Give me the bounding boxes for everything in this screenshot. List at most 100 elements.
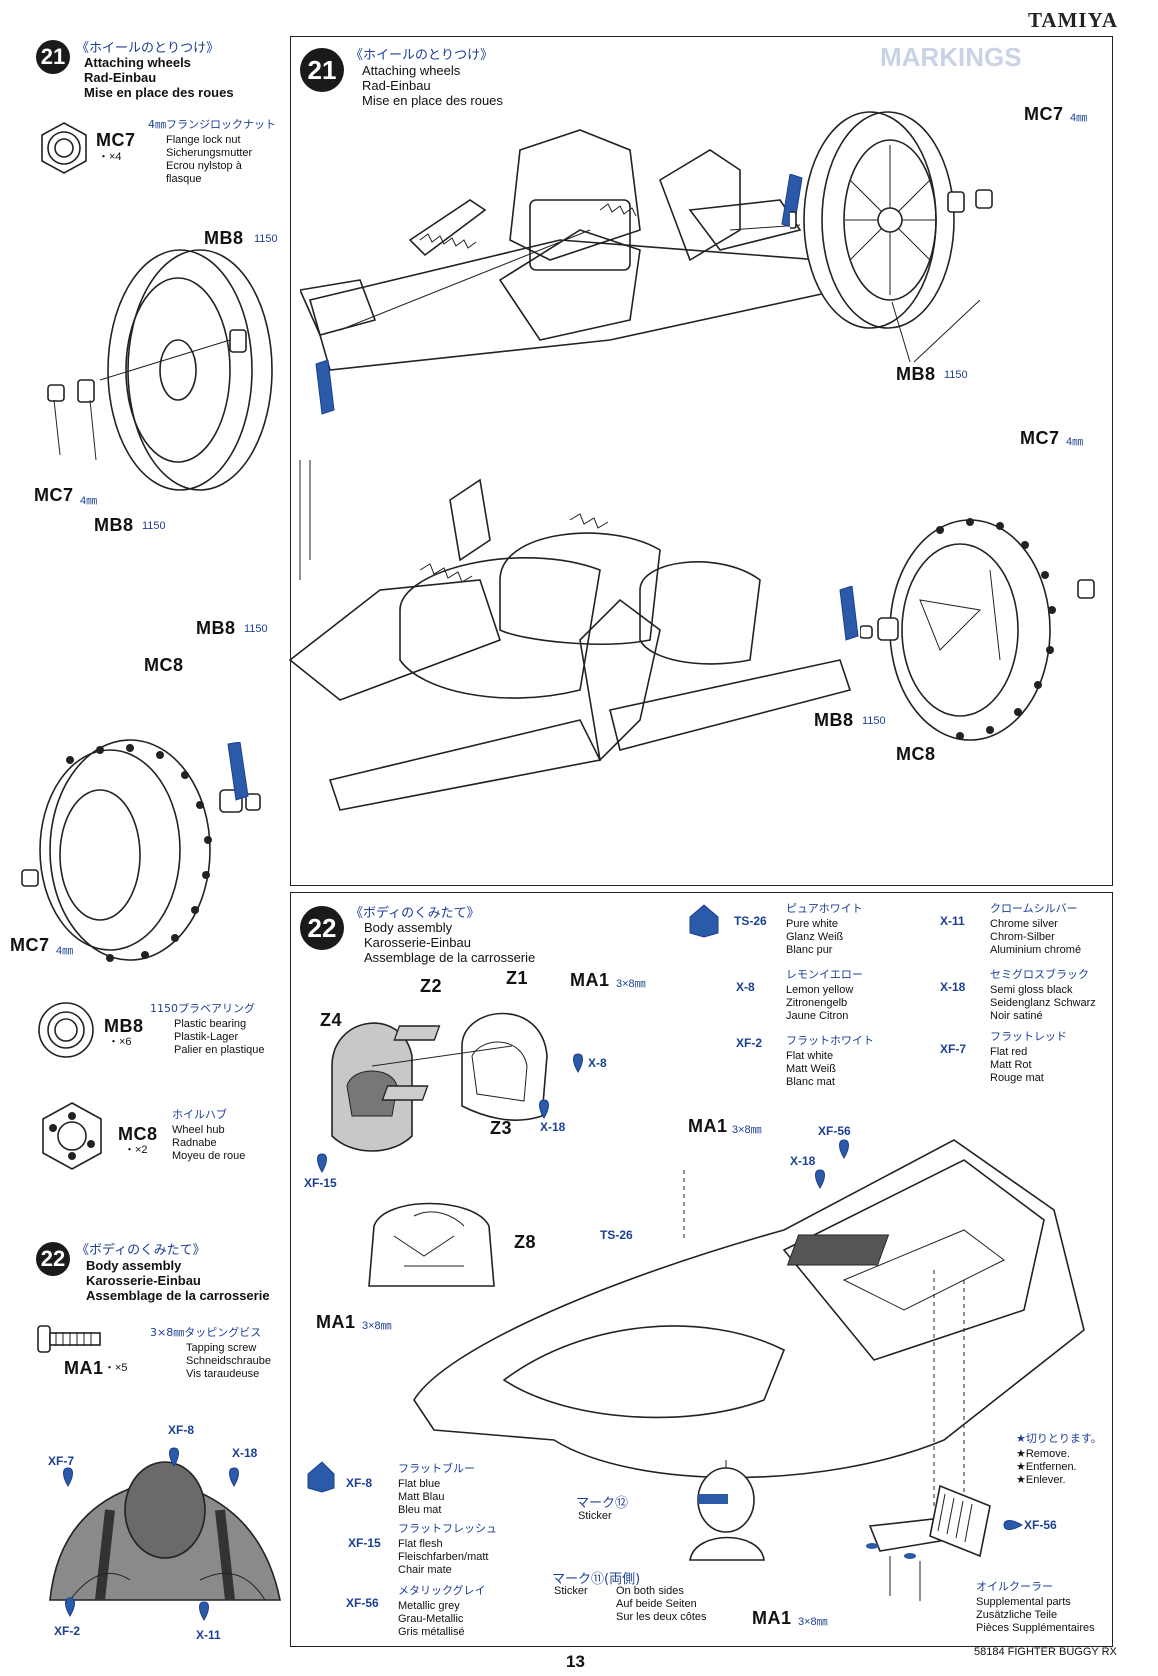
- label-mb8-front: MB8: [204, 228, 244, 248]
- body-shell-illustration: [413, 1139, 1085, 1510]
- label-z1: Z1: [506, 968, 529, 988]
- step-21-title-fr: Mise en place des roues: [84, 85, 234, 100]
- paint-marker-icon: [815, 1169, 825, 1189]
- paint-xf56-fr: Gris métallisé: [398, 1626, 465, 1638]
- paint-ts26-fr: Blanc pur: [786, 944, 833, 956]
- step-22-frame: [290, 892, 1113, 1647]
- part-ma1-qty: ・×5: [104, 1362, 128, 1374]
- step-21-main-badge: 21: [300, 48, 344, 92]
- paint-xf8-de: Matt Blau: [398, 1491, 445, 1503]
- paint-x8-en: Lemon yellow: [786, 984, 854, 996]
- label-mc8-rr: MC8: [896, 744, 936, 764]
- paint-xf7-code: XF-7: [940, 1042, 967, 1056]
- oil-cooler-illustration: [866, 1484, 991, 1601]
- step-22-title-fr: Assemblage de la carrosserie: [86, 1288, 270, 1303]
- label-mc8-rear: MC8: [144, 655, 184, 675]
- paint-x18-code: X-18: [940, 980, 966, 994]
- step-22-main-jp-title: 《ボディのくみたて》: [350, 906, 480, 921]
- label-mc7-rf: MC7: [1024, 104, 1064, 124]
- paint-mark-xf15: XF-15: [304, 1176, 337, 1190]
- part-mb8-qty: ・×6: [108, 1036, 132, 1048]
- paint-mark-x8: X-8: [588, 1056, 607, 1070]
- step-21-badge: 21: [36, 40, 70, 74]
- paint-x18-en: Semi gloss black: [990, 984, 1073, 996]
- paint-x11-jp: クロームシルバー: [990, 902, 1078, 915]
- step-22-main-badge: 22: [300, 906, 344, 950]
- paint-marker-icon: [63, 1467, 73, 1487]
- label-ma1-helmet: MA1: [570, 970, 610, 990]
- part-mc8-qty: ・×2: [124, 1144, 148, 1156]
- part-mc7-name-de: Sicherungsmutter: [166, 147, 253, 159]
- paint-marker-icon: [169, 1447, 179, 1467]
- page-number: 13: [566, 1652, 585, 1671]
- paint-xf56-de: Grau-Metallic: [398, 1613, 464, 1625]
- driver-head-illustration: [689, 1460, 765, 1561]
- part-mc8-name-fr: Moyeu de roue: [172, 1150, 246, 1162]
- paint-code-x18: X-18: [232, 1446, 258, 1460]
- cut-fr: ★Enlever.: [1016, 1474, 1066, 1486]
- paint-x8-jp: レモンイエロー: [786, 968, 863, 981]
- part-mc7-code: MC7: [96, 130, 136, 150]
- paint-marker-icon: [573, 1053, 583, 1073]
- paint-mark-xf56-cooler: XF-56: [1024, 1518, 1057, 1532]
- part-mc7-name-fr: Ecrou nylstop à flasque: [166, 160, 242, 185]
- paint-marker-icon: [539, 1099, 549, 1119]
- sticker-12-jp: マーク⑫: [576, 1496, 629, 1511]
- part-mc8-name-en: Wheel hub: [172, 1124, 225, 1136]
- paint-xf15-en: Flat flesh: [398, 1538, 443, 1550]
- paint-x18-de: Seidenglanz Schwarz: [990, 997, 1096, 1009]
- paint-mark-x18-body: X-18: [790, 1154, 816, 1168]
- label-mb8-rf: MB8: [896, 364, 936, 384]
- paint-ts26-code: TS-26: [734, 914, 767, 928]
- paint-xf7-fr: Rouge mat: [990, 1072, 1044, 1084]
- paint-x8-de: Zitronengelb: [786, 997, 848, 1009]
- paint-xf8-en: Flat blue: [398, 1478, 441, 1490]
- paint-mark-ts26: TS-26: [600, 1228, 633, 1242]
- paint-x11-de: Chrom-Silber: [990, 931, 1055, 943]
- paint-x11-code: X-11: [940, 914, 965, 928]
- grease-arrow-icon: [839, 586, 859, 641]
- cut-jp: ★切りとります。: [1016, 1432, 1102, 1445]
- tapping-screw-icon: [37, 1325, 101, 1353]
- paint-marker-icon: [65, 1597, 75, 1617]
- step-22-jp-title: 《ボディのくみたて》: [76, 1243, 206, 1258]
- paint-code-x11: X-11: [196, 1628, 221, 1642]
- paint-x8-code: X-8: [736, 980, 755, 994]
- helmet-assembly-illustration: [331, 1012, 548, 1152]
- step-21-main-jp-title: 《ホイールのとりつけ》: [350, 48, 494, 63]
- paint-xf2-en: Flat white: [786, 1050, 834, 1062]
- label-1150-rear: 1150: [244, 623, 268, 635]
- part-mc7-jp: 4㎜フランジロックナット: [148, 118, 276, 131]
- step-22-title-en: Body assembly: [86, 1258, 182, 1273]
- paint-code-xf8: XF-8: [168, 1423, 195, 1437]
- paint-can-icon: [689, 904, 719, 938]
- paint-xf2-fr: Blanc mat: [786, 1076, 835, 1088]
- label-mc7-rr: MC7: [1020, 428, 1060, 448]
- brand-logo: TAMIYA: [1027, 8, 1118, 32]
- paint-xf8-fr: Bleu mat: [398, 1504, 442, 1516]
- paint-mark-xf56: XF-56: [818, 1124, 851, 1138]
- part-mb8-jp: 1150プラベアリング: [150, 1002, 255, 1015]
- label-4mm-rf: 4㎜: [1070, 112, 1088, 124]
- paint-ts26-jp: ピュアホワイト: [786, 902, 863, 915]
- leader-lines: [891, 300, 981, 363]
- label-z8: Z8: [514, 1232, 537, 1252]
- paint-marker-icon: [1003, 1520, 1023, 1530]
- step-22-main-title-fr: Assemblage de la carrosserie: [364, 950, 536, 965]
- label-ma1-cooler: MA1: [752, 1608, 792, 1628]
- label-ma1-bust: MA1: [316, 1312, 356, 1332]
- step-22-badge: 22: [36, 1242, 70, 1276]
- grease-arrow-icon: [315, 360, 335, 415]
- paint-mark-x18: X-18: [540, 1120, 566, 1134]
- paint-xf7-jp: フラットレッド: [990, 1030, 1067, 1043]
- paint-xf7-en: Flat red: [990, 1046, 1028, 1058]
- part-mc8-jp: ホイルハブ: [172, 1108, 227, 1121]
- step-21-title-de: Rad-Einbau: [84, 70, 157, 85]
- paint-xf15-de: Fleischfarben/matt: [398, 1551, 489, 1563]
- paint-x18-jp: セミグロスブラック: [990, 968, 1089, 981]
- oil-cooler-fr: Pièces Supplémentaires: [976, 1622, 1095, 1634]
- part-ma1-name-de: Schneidschraube: [186, 1355, 272, 1367]
- step-21-frame: [290, 36, 1113, 886]
- step-22-main-title-de: Karosserie-Einbau: [364, 935, 471, 950]
- label-4mm-rr: 4㎜: [1066, 436, 1084, 448]
